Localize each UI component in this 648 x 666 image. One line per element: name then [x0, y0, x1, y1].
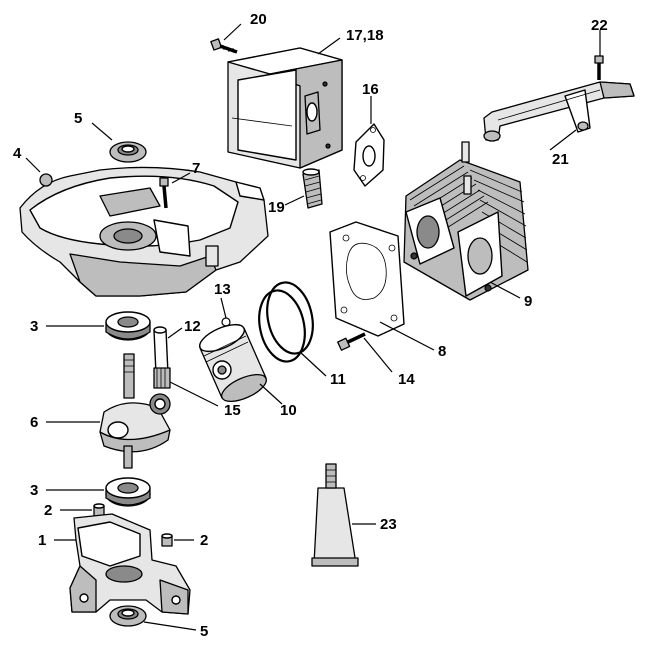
part-16-gasket — [353, 123, 385, 187]
part-4-fan-housing — [19, 166, 269, 297]
callout-4: 4 — [13, 145, 22, 162]
part-5-seal-bottom — [109, 605, 147, 627]
callout-5-top: 5 — [74, 110, 82, 127]
part-23-grease-tube — [311, 463, 359, 567]
part-2-sleeve-left — [93, 503, 105, 517]
part-2-sleeve-right — [161, 533, 173, 547]
part-3-bearing-bottom — [105, 477, 151, 507]
part-10-piston — [199, 323, 267, 403]
part-17-18-muffler — [227, 47, 343, 169]
callout-3-bottom: 3 — [30, 482, 38, 499]
part-3-bearing-top — [105, 311, 151, 341]
part-6-crankshaft — [99, 353, 171, 469]
part-14-screw — [337, 332, 366, 351]
part-22-screw — [594, 55, 604, 80]
part-9-cylinder — [403, 141, 529, 301]
callout-8: 8 — [438, 343, 446, 360]
callout-2-right: 2 — [200, 532, 208, 549]
callout-23: 23 — [380, 516, 397, 533]
callout-10: 10 — [280, 402, 297, 419]
callout-6: 6 — [30, 414, 38, 431]
part-5-seal-top — [109, 141, 147, 163]
callout-22: 22 — [591, 17, 608, 34]
callout-13: 13 — [214, 281, 231, 298]
part-21-exhaust-pipe — [483, 81, 635, 142]
callout-11: 11 — [330, 371, 346, 388]
part-15-needle-bearing — [153, 367, 171, 389]
callout-15: 15 — [224, 402, 241, 419]
leader-lines — [25, 23, 601, 631]
callout-7: 7 — [192, 160, 200, 177]
part-20-screw — [210, 38, 238, 54]
callout-5-bottom: 5 — [200, 623, 208, 640]
part-12-piston-pin — [153, 326, 169, 378]
callout-9: 9 — [524, 293, 532, 310]
part-1-crankcase — [69, 513, 191, 615]
part-11-piston-rings — [258, 281, 314, 363]
callout-21: 21 — [552, 151, 569, 168]
callout-2-left: 2 — [44, 502, 52, 519]
callout-20: 20 — [250, 11, 267, 28]
callout-12: 12 — [184, 318, 201, 335]
part-7-screw — [159, 177, 169, 209]
callout-3-top: 3 — [30, 318, 38, 335]
callout-1: 1 — [38, 532, 46, 549]
part-13-circlip — [221, 317, 231, 327]
callout-17-18: 17,18 — [346, 27, 384, 44]
callout-19: 19 — [268, 199, 285, 216]
callout-labels: 20 17,18 22 16 5 4 7 21 19 9 13 3 12 8 1… — [13, 11, 608, 640]
callout-14: 14 — [398, 371, 415, 388]
part-8-gasket — [329, 221, 405, 337]
callout-16: 16 — [362, 81, 379, 98]
part-19-screen — [302, 168, 323, 209]
